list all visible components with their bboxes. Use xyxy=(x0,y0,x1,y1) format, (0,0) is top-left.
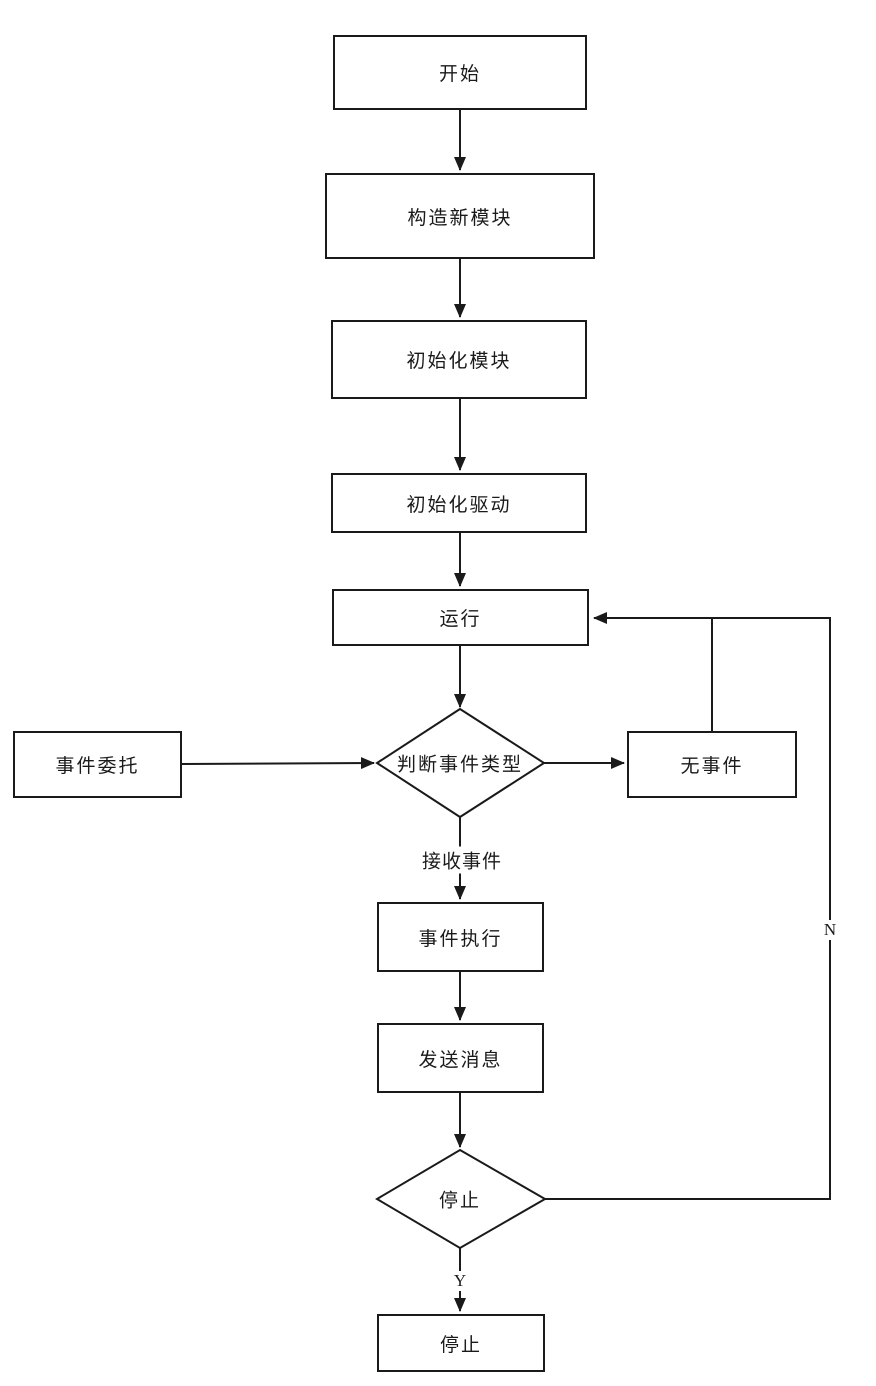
edge-feedback-n-loop xyxy=(545,612,831,1200)
node-start: 开始 xyxy=(333,35,587,110)
node-construct-module: 构造新模块 xyxy=(325,173,595,259)
edge-label-receive-event: 接收事件 xyxy=(419,846,505,874)
node-stop-decision-shape xyxy=(375,1148,548,1250)
edge-label-yes: Y xyxy=(451,1271,469,1291)
node-stop-decision-label: 停止 xyxy=(438,1190,482,1212)
edge-delegate-to-judge xyxy=(181,757,375,770)
node-event-execute: 事件执行 xyxy=(377,902,544,972)
node-init-driver: 初始化驱动 xyxy=(331,473,587,533)
node-judge-event-type-shape xyxy=(375,707,546,819)
node-send-message: 发送消息 xyxy=(377,1023,544,1093)
node-stop: 停止 xyxy=(377,1314,545,1372)
node-run: 运行 xyxy=(332,589,589,646)
node-no-event: 无事件 xyxy=(627,731,797,798)
edge-label-no: N xyxy=(821,920,839,940)
node-event-delegate: 事件委托 xyxy=(13,731,182,798)
node-init-module: 初始化模块 xyxy=(331,320,587,399)
node-judge-event-type-label: 判断事件类型 xyxy=(396,754,524,776)
